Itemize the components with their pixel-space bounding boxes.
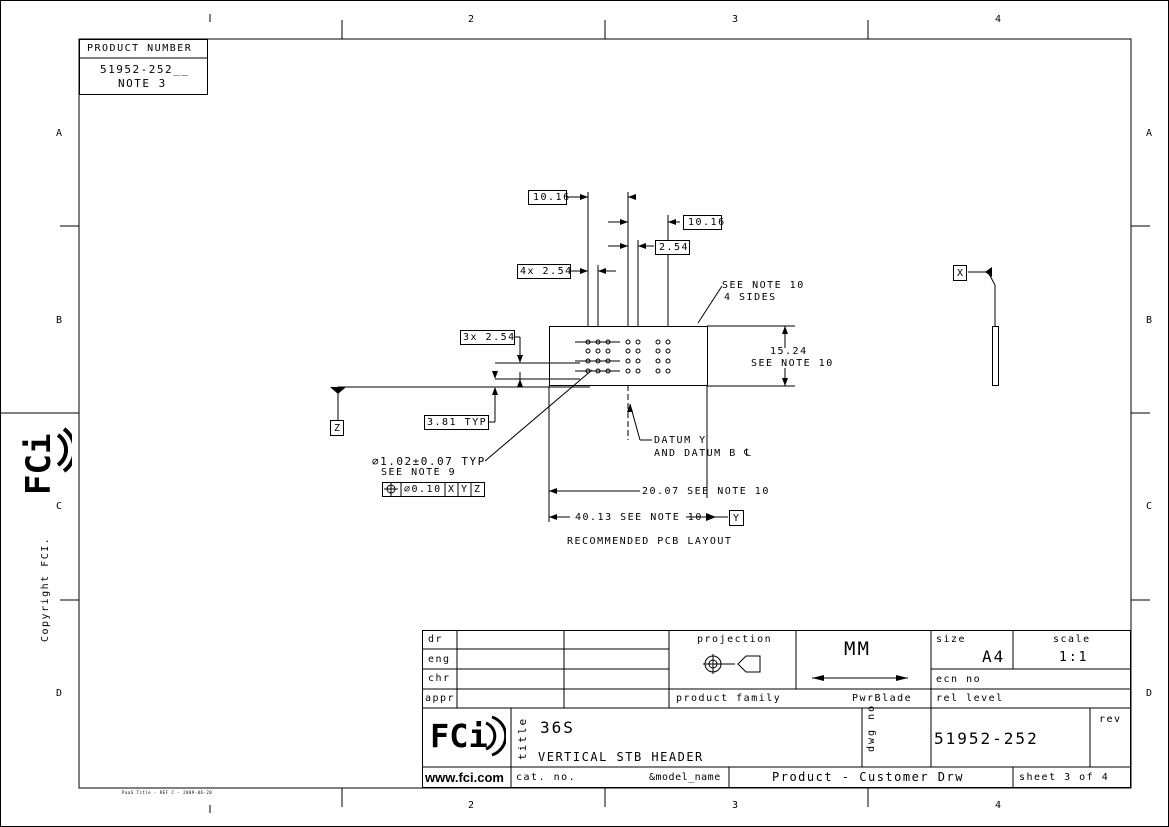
layout-caption: RECOMMENDED PCB LAYOUT	[567, 536, 733, 547]
product-number-value: 51952-252__	[100, 63, 190, 76]
dim-2-54: 2.54	[659, 242, 690, 253]
product-number-note: NOTE 3	[118, 77, 167, 90]
four-sides-label: 4 SIDES	[724, 292, 777, 303]
tolerance-datum-x: X	[448, 484, 456, 495]
dim-15-24: 15.24	[770, 346, 808, 357]
tb-scale: 1:1	[1059, 650, 1089, 665]
fci-logo: FCi	[430, 711, 508, 763]
zone-col-2-top: 2	[468, 14, 476, 25]
dim-10-16-b: 10.16	[688, 217, 726, 228]
tb-rel: rel level	[936, 693, 1004, 704]
fci-side-logo-text: FCi	[19, 434, 59, 495]
zone-row-a-left: A	[56, 128, 64, 139]
datum-x-flag: X	[957, 268, 965, 279]
tb-projection: projection	[697, 634, 773, 645]
zone-row-b-left: B	[56, 315, 64, 326]
datum-b-label: AND DATUM B ℄	[654, 448, 753, 459]
zone-col-4-bottom: 4	[995, 800, 1003, 811]
zone-row-c-right: C	[1146, 501, 1154, 512]
tb-appr: appr	[425, 693, 456, 704]
dim-40-13: 40.13 SEE NOTE 10	[575, 512, 703, 523]
tb-size-label: size	[936, 634, 967, 645]
tb-rev-label: rev	[1099, 714, 1122, 725]
hole-diameter-label: ∅1.02±0.07 TYP	[372, 455, 486, 468]
tb-product-family: PwrBlade	[852, 693, 913, 704]
zone-row-c-left: C	[56, 501, 64, 512]
tolerance-value: ∅0.10	[404, 484, 442, 495]
dim-20-07: 20.07 SEE NOTE 10	[642, 486, 770, 497]
datum-y-label: DATUM Y	[654, 435, 707, 446]
dim-10-16-a: 10.16	[533, 192, 571, 203]
fci-side-logo: FCi	[14, 425, 77, 497]
tb-title-label: title	[516, 716, 529, 760]
zone-col-4-top: 4	[995, 14, 1003, 25]
tb-product-type: Product - Customer Drw	[772, 770, 964, 784]
tb-ecn: ecn no	[936, 674, 982, 685]
website-link: www.fci.com	[425, 770, 504, 785]
zone-col-3-bottom: 3	[732, 800, 740, 811]
datum-z-flag: Z	[334, 423, 342, 434]
footer-small-text: PaaS Title - REF C - 2009-06-20	[122, 790, 213, 795]
zone-col-2-bottom: 2	[468, 800, 476, 811]
datum-y-flag: Y	[733, 513, 741, 524]
tb-cat-label: cat. no.	[516, 772, 577, 783]
zone-row-a-right: A	[1146, 128, 1154, 139]
tb-chr: chr	[428, 673, 451, 684]
product-number-label: PRODUCT NUMBER	[87, 43, 193, 54]
tolerance-datum-y: Y	[461, 484, 469, 495]
tb-title-line2: VERTICAL STB HEADER	[538, 750, 704, 764]
hole-note-label: SEE NOTE 9	[381, 467, 457, 478]
tb-dr: dr	[428, 634, 444, 645]
tb-product-family-label: product family	[676, 693, 782, 704]
fci-logo-text: FCi	[430, 717, 488, 755]
tb-dwg-label: dwg no	[866, 703, 877, 752]
copyright-label: Copyright FCI.	[40, 536, 51, 642]
dim-3x-2-54: 3x 2.54	[463, 332, 516, 343]
tb-size: A4	[982, 647, 1006, 666]
tb-eng: eng	[428, 654, 451, 665]
zone-col-3-top: 3	[732, 14, 740, 25]
tolerance-datum-z: Z	[474, 484, 482, 495]
dim-3-81-typ: 3.81 TYP	[427, 417, 488, 428]
tb-title-line1: 36S	[540, 718, 575, 737]
see-note-10-label: SEE NOTE 10	[722, 280, 805, 291]
tb-units: MM	[844, 638, 871, 660]
tb-dwg-no: 51952-252	[934, 729, 1039, 748]
zone-row-d-right: D	[1146, 688, 1154, 699]
tb-sheet: sheet 3 of 4	[1019, 772, 1110, 783]
tb-scale-label: scale	[1053, 634, 1091, 645]
dim-15-24-note: SEE NOTE 10	[751, 358, 834, 369]
zone-row-b-right: B	[1146, 315, 1154, 326]
dim-4x-2-54: 4x 2.54	[520, 266, 573, 277]
zone-row-d-left: D	[56, 688, 64, 699]
tb-model: &model_name	[649, 772, 721, 783]
